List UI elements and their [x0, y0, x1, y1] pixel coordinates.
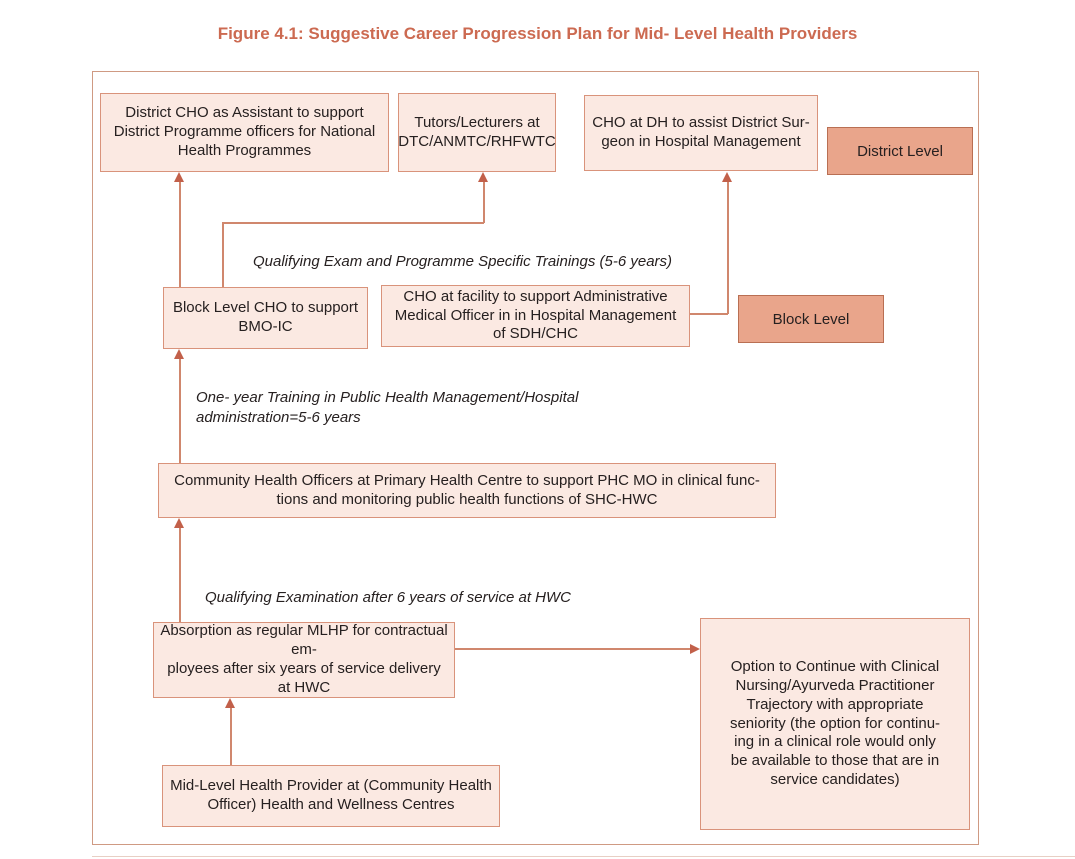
connector-line: [483, 180, 485, 223]
annotation-one-year-training: One- year Training in Public Health Mana…: [196, 389, 579, 426]
arrow-up-icon: [722, 172, 732, 182]
node-tutors-lecturers: Tutors/Lecturers at DTC/ANMTC/RHFWTC: [398, 93, 556, 172]
node-cho-at-dh: CHO at DH to assist District Sur- geon i…: [584, 95, 818, 171]
node-absorption-mlhp: Absorption as regular MLHP for contractu…: [153, 622, 455, 698]
arrow-up-icon: [225, 698, 235, 708]
page-bottom-rule: [92, 856, 1075, 857]
node-cho-at-facility: CHO at facility to support Administrativ…: [381, 285, 690, 347]
connector-line: [179, 357, 181, 463]
annotation-qualifying-exam-hwc: Qualifying Examination after 6 years of …: [205, 589, 571, 606]
connector-line: [222, 222, 484, 224]
connector-line: [179, 526, 181, 622]
connector-line: [222, 222, 224, 287]
connector-line: [455, 648, 692, 650]
diagram-frame: [92, 71, 979, 845]
connector-line: [179, 180, 181, 287]
node-cho-phc: Community Health Officers at Primary Hea…: [158, 463, 776, 518]
label-block-level: Block Level: [738, 295, 884, 343]
arrow-up-icon: [174, 172, 184, 182]
arrow-up-icon: [174, 349, 184, 359]
label-district-level: District Level: [827, 127, 973, 175]
figure-title: Figure 4.1: Suggestive Career Progressio…: [217, 24, 858, 43]
connector-line: [230, 706, 232, 765]
connector-line: [690, 313, 728, 315]
arrow-up-icon: [174, 518, 184, 528]
node-district-cho: District CHO as Assistant to support Dis…: [100, 93, 389, 172]
node-clinical-option: Option to Continue with Clinical Nursing…: [700, 618, 970, 830]
connector-line: [727, 180, 729, 314]
arrow-right-icon: [690, 644, 700, 654]
arrow-up-icon: [478, 172, 488, 182]
annotation-qualifying-exam-trainings: Qualifying Exam and Programme Specific T…: [253, 253, 673, 270]
node-block-level-cho: Block Level CHO to support BMO-IC: [163, 287, 368, 349]
node-mlhp-hwc: Mid-Level Health Provider at (Community …: [162, 765, 500, 827]
